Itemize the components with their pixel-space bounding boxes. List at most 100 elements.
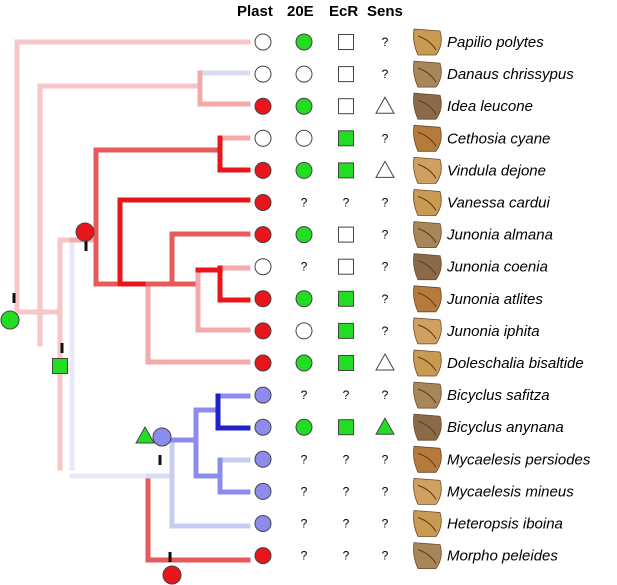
table-row: ???Vanessa cardui	[254, 189, 551, 216]
plast-marker	[254, 418, 272, 436]
ecr-marker	[338, 98, 354, 115]
wing-thumbnail-image	[413, 413, 442, 441]
wing-thumbnail-image	[413, 381, 442, 409]
sens-unknown: ?	[382, 452, 389, 466]
plast-marker	[254, 482, 272, 500]
sens-unknown: ?	[382, 131, 389, 145]
table-row: ? Junonia atlites	[254, 285, 543, 313]
ecr-marker	[338, 130, 354, 147]
table-row: ???Mycaelesis mineus	[254, 477, 574, 505]
sens-unknown: ?	[382, 292, 389, 306]
table-row: Doleschalia bisaltide	[254, 349, 584, 377]
wing-thumbnail-image	[413, 124, 442, 152]
species-name: Papilio polytes	[447, 34, 544, 51]
species-name: Danaus chrissypus	[447, 66, 574, 83]
sens-unknown: ?	[382, 484, 389, 498]
plast-marker	[254, 194, 272, 211]
e20-marker	[295, 322, 313, 340]
ecr-marker	[338, 34, 354, 50]
nymphalidae-node-ecr	[52, 358, 68, 374]
wing-thumbnail-image	[413, 542, 442, 569]
wing-thumbnail-image	[413, 349, 442, 377]
nymphalinae-node-plast	[75, 222, 95, 242]
species-name: Cethosia cyane	[447, 130, 550, 147]
ecr-marker	[338, 322, 354, 339]
ecr-unknown: ?	[343, 388, 350, 402]
plast-marker	[254, 161, 272, 179]
root-node-plast-white	[0, 310, 20, 330]
ecr-marker	[338, 419, 354, 436]
ecr-marker	[338, 226, 354, 243]
sens-unknown: ?	[382, 260, 389, 274]
e20-marker	[295, 418, 313, 436]
wing-thumbnail-image	[413, 477, 442, 505]
satyrinae-node-sens	[135, 425, 155, 444]
table-row: ?? Junonia coenia	[254, 253, 548, 281]
phylogenetic-tree	[14, 39, 251, 563]
e20-marker	[295, 354, 313, 372]
e20-unknown: ?	[301, 517, 308, 531]
plast-marker	[254, 515, 272, 532]
species-name: Junonia coenia	[446, 259, 548, 276]
ecr-marker	[338, 162, 354, 179]
header-20e: 20E	[287, 3, 314, 20]
ecr-marker	[338, 290, 354, 307]
sens-unknown: ?	[382, 67, 389, 81]
table-row: ?Junonia iphita	[254, 317, 540, 345]
plast-marker	[254, 258, 272, 276]
plast-marker	[254, 547, 272, 565]
ecr-unknown: ?	[343, 484, 350, 498]
table-row: Bicyclus anynana	[254, 413, 564, 441]
plast-marker	[254, 450, 272, 468]
ecr-unknown: ?	[343, 452, 350, 466]
table-row: ? Danaus chrissypus	[254, 60, 574, 88]
species-name: Junonia atlites	[446, 291, 543, 308]
plast-marker	[254, 290, 272, 308]
header-sens: Sens	[367, 3, 403, 20]
e20-marker	[295, 226, 313, 244]
e20-marker	[295, 129, 313, 147]
table-row: ???Heteropsis iboina	[254, 510, 563, 537]
ecr-marker	[338, 355, 354, 371]
sens-unknown: ?	[382, 388, 389, 402]
wing-thumbnail-image	[413, 28, 442, 56]
e20-marker	[295, 161, 313, 179]
morpho-node-plast	[162, 565, 182, 585]
wing-thumbnail-image	[413, 445, 442, 473]
species-name: Doleschalia bisaltide	[447, 355, 584, 372]
e20-unknown: ?	[301, 484, 308, 498]
plast-marker	[254, 65, 272, 83]
plast-marker	[254, 33, 272, 51]
sens-marker	[375, 160, 395, 178]
wing-thumbnail-image	[413, 510, 442, 537]
e20-unknown: ?	[301, 388, 308, 402]
e20-unknown: ?	[301, 549, 308, 563]
species-name: Idea leucone	[447, 98, 533, 115]
sens-unknown: ?	[382, 324, 389, 338]
header-plast: Plast	[237, 3, 273, 20]
table-row: ???Bicyclus safitza	[254, 381, 550, 409]
wing-thumbnail-image	[413, 156, 442, 184]
sens-unknown: ?	[382, 517, 389, 531]
e20-marker	[295, 290, 313, 308]
sens-unknown: ?	[382, 549, 389, 563]
wing-thumbnail-image	[413, 317, 442, 345]
header-ecr: EcR	[329, 3, 358, 20]
e20-marker	[295, 97, 313, 115]
table-row: ???Morpho peleides	[254, 542, 558, 569]
plast-marker	[254, 129, 272, 147]
wing-thumbnail-image	[413, 92, 442, 120]
species-name: Vanessa cardui	[447, 195, 551, 212]
ecr-unknown: ?	[343, 549, 350, 563]
table-row: ? Cethosia cyane	[254, 124, 550, 152]
e20-unknown: ?	[301, 260, 308, 274]
table-row: Idea leucone	[254, 92, 533, 120]
change-ticks	[12, 241, 172, 562]
species-name: Heteropsis iboina	[447, 516, 563, 533]
ecr-marker	[338, 258, 354, 275]
species-name: Mycaelesis persiodes	[447, 451, 591, 468]
plast-marker	[254, 354, 272, 372]
species-name: Bicyclus anynana	[447, 419, 564, 436]
plast-marker	[254, 226, 272, 244]
